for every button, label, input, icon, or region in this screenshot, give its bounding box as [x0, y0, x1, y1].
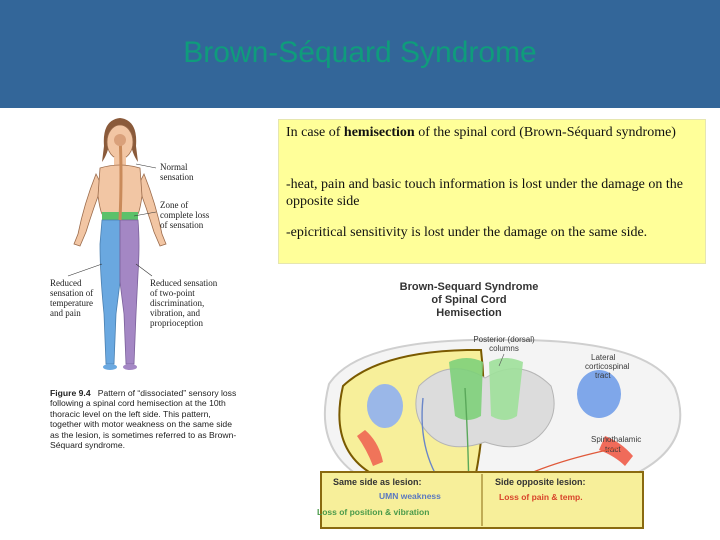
label-lateral-3: tract: [595, 371, 611, 380]
label-reduced-proprioception: Reduced sensation of two-point discrimin…: [150, 278, 217, 328]
spinal-cord: [120, 136, 121, 220]
brain: [114, 134, 126, 146]
legend-same-side-heading: Same side as lesion:: [333, 477, 422, 487]
legend-umn-weakness: UMN weakness: [379, 491, 441, 501]
slide-title: Brown-Séquard Syndrome: [0, 36, 720, 70]
caption-label: Figure 9.4: [50, 388, 91, 398]
body-diagram: [44, 114, 240, 384]
right-foot: [103, 364, 117, 370]
legend-opposite-heading: Side opposite lesion:: [495, 477, 586, 487]
label-lateral: Lateral: [591, 353, 616, 362]
left-foot: [123, 364, 137, 370]
label-posterior: Posterior (dorsal): [473, 335, 535, 344]
cross-section-diagram: Brown-Sequard Syndrome of Spinal Cord He…: [299, 266, 701, 532]
right-leg-reduced-temp-pain: [100, 220, 120, 364]
diagram-title-line-1: Brown-Sequard Syndrome: [400, 281, 539, 293]
textbox-paragraph-2: -heat, pain and basic touch information …: [286, 176, 697, 210]
spinal-cord-hemisection-figure: Brown-Sequard Syndrome of Spinal Cord He…: [299, 266, 701, 532]
legend-loss-pain-temp: Loss of pain & temp.: [499, 492, 583, 502]
textbox-paragraph-3: -epicritical sensitivity is lost under t…: [286, 224, 697, 241]
hemisection-term: hemisection: [344, 125, 415, 140]
grey-matter: [416, 369, 554, 447]
label-posterior-2: columns: [489, 344, 519, 353]
label-zone-complete-loss: Zone of complete loss of sensation: [160, 200, 209, 230]
left-leg-reduced-proprioception: [120, 220, 139, 364]
label-normal-sensation: Normal sensation: [160, 162, 194, 182]
explanation-textbox: In case of hemisection of the spinal cor…: [279, 120, 705, 263]
diagram-title-line-3: Hemisection: [436, 307, 502, 319]
diagram-title-line-2: of Spinal Cord: [431, 294, 506, 306]
figure-caption: Figure 9.4 Pattern of “dissociated” sens…: [50, 388, 240, 450]
right-arm: [74, 174, 102, 246]
label-spinothalamic: Spinothalamic: [591, 435, 641, 444]
lateral-corticospinal-left: [367, 384, 403, 428]
legend-loss-position-vibration: Loss of position & vibration: [317, 507, 429, 517]
body-sensation-figure: Normal sensation Zone of complete loss o…: [44, 114, 240, 480]
label-reduced-temp-pain: Reduced sensation of temperature and pai…: [50, 278, 93, 318]
label-lateral-2: corticospinal: [585, 362, 630, 371]
textbox-paragraph-1: In case of hemisection of the spinal cor…: [286, 124, 697, 141]
